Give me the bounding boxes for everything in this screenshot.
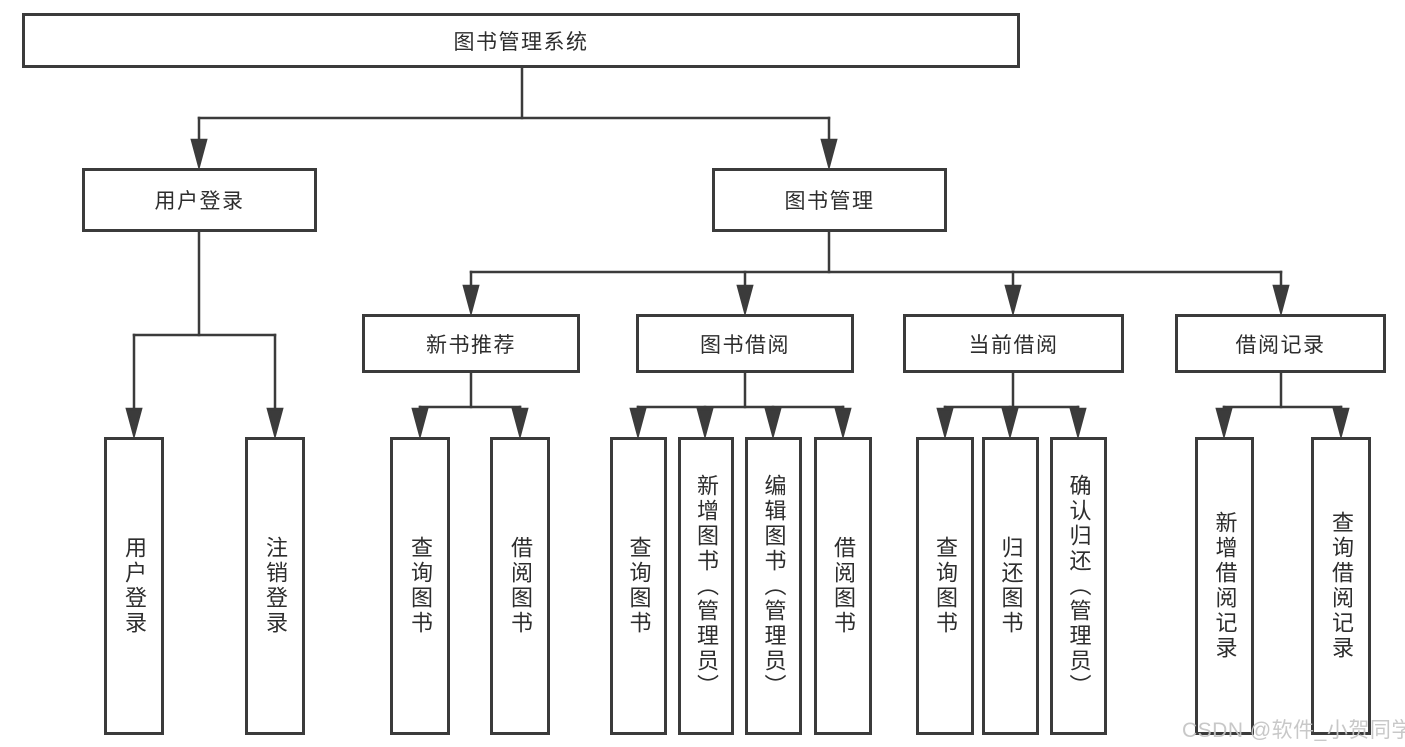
node-borrow-records-label: 借阅记录 (1235, 333, 1326, 357)
node-book-borrow-label: 图书借阅 (700, 333, 790, 357)
leaf-query-books-borrow-label: 查询图书 (626, 536, 652, 636)
node-new-book-recommend: 新书推荐 (362, 314, 580, 373)
node-root: 图书管理系统 (22, 13, 1020, 68)
leaf-user-login: 用户登录 (104, 437, 164, 735)
node-book-borrow: 图书借阅 (636, 314, 854, 373)
edge-user-login-children (125, 230, 284, 440)
edge-book-borrow-children (629, 371, 852, 440)
node-current-borrow: 当前借阅 (903, 314, 1124, 373)
leaf-edit-books-admin: 编辑图书（管理员） (745, 437, 802, 735)
leaf-add-books-admin: 新增图书（管理员） (678, 437, 734, 735)
watermark: CSDN @软件_小贺同学 (1182, 719, 1405, 742)
node-user-login: 用户登录 (82, 168, 317, 232)
leaf-confirm-return-admin-label: 确认归还（管理员） (1066, 473, 1092, 699)
leaf-query-borrow-record-label: 查询借阅记录 (1329, 511, 1354, 661)
node-root-label: 图书管理系统 (453, 30, 589, 54)
node-new-book-recommend-label: 新书推荐 (426, 333, 516, 357)
leaf-add-books-admin-label: 新增图书（管理员） (694, 473, 719, 699)
edge-root-to-level2 (190, 66, 838, 171)
leaf-logout: 注销登录 (245, 437, 305, 735)
leaf-return-books: 归还图书 (982, 437, 1039, 735)
leaf-borrow-books-label: 借阅图书 (831, 536, 856, 636)
leaf-query-borrow-record: 查询借阅记录 (1311, 437, 1371, 735)
leaf-query-books-recommend-label: 查询图书 (408, 536, 433, 636)
edge-new-book-recommend-children (411, 371, 529, 440)
leaf-borrow-books-recommend-label: 借阅图书 (508, 536, 533, 636)
leaf-return-books-label: 归还图书 (998, 536, 1024, 636)
node-borrow-records: 借阅记录 (1175, 314, 1386, 373)
leaf-add-borrow-record-label: 新增借阅记录 (1212, 511, 1238, 661)
leaf-add-borrow-record: 新增借阅记录 (1195, 437, 1254, 735)
leaf-query-books-current-label: 查询图书 (933, 536, 958, 636)
node-book-management-label: 图书管理 (784, 190, 875, 213)
edge-book-management-children (462, 230, 1290, 317)
leaf-query-books-borrow: 查询图书 (610, 437, 667, 735)
leaf-query-books-current: 查询图书 (916, 437, 974, 735)
leaf-confirm-return-admin: 确认归还（管理员） (1050, 437, 1107, 735)
edge-current-borrow-children (936, 371, 1087, 440)
leaf-borrow-books: 借阅图书 (814, 437, 872, 735)
node-book-management: 图书管理 (712, 168, 947, 232)
leaf-user-login-label: 用户登录 (122, 536, 147, 636)
node-user-login-label: 用户登录 (154, 190, 245, 213)
edge-borrow-records-children (1215, 371, 1350, 440)
leaf-logout-label: 注销登录 (263, 536, 288, 636)
leaf-edit-books-admin-label: 编辑图书（管理员） (761, 473, 787, 699)
leaf-borrow-books-recommend: 借阅图书 (490, 437, 550, 735)
leaf-query-books-recommend: 查询图书 (390, 437, 450, 735)
node-current-borrow-label: 当前借阅 (968, 333, 1059, 357)
